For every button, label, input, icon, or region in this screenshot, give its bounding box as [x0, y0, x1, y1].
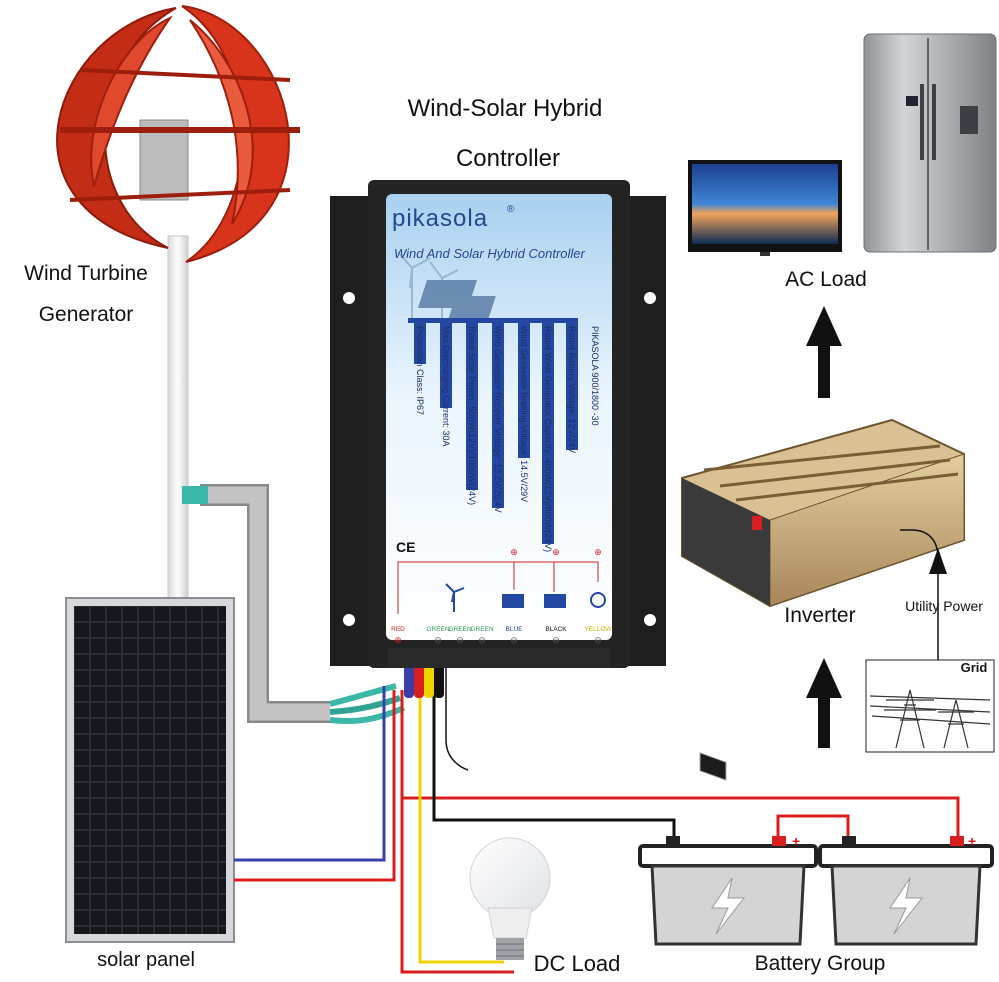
minus-mark: ⊖ — [478, 635, 486, 645]
wire-yellow-load — [418, 690, 504, 964]
spec-line: Wind Generator Braking Voltage: 14.5V/29… — [519, 326, 529, 502]
turbine-blade — [189, 19, 254, 225]
spec-line: Wind Generator Recover Voltage: 13.2V/26… — [493, 326, 503, 513]
battery-group — [638, 836, 994, 946]
fridge-body — [863, 33, 997, 253]
refrigerator — [863, 33, 997, 253]
fridge-dispenser — [960, 106, 978, 134]
wire-red-battery — [400, 690, 960, 836]
spec-line: Protection Class: IP67 — [415, 326, 425, 415]
wind-terminal-icon — [445, 583, 465, 612]
arrow-battery-to-inverter — [806, 658, 842, 748]
terminal-label-green: GREEN — [470, 626, 493, 633]
plus-mark: ⊕ — [510, 547, 518, 557]
controller-brand: pikasola — [392, 205, 488, 232]
battery-group-label: Battery Group — [755, 952, 886, 975]
wind-turbine-label-line2: Generator — [39, 303, 134, 326]
pylon-icon — [869, 689, 991, 749]
terminal-block — [388, 648, 610, 668]
controller-spec-bars — [408, 318, 578, 544]
wire-blue-solar — [234, 686, 386, 862]
minus-mark: ⊖ — [594, 635, 602, 645]
turbine-pole — [167, 235, 189, 613]
plus-mark: ⊕ — [394, 635, 402, 645]
controller-title-line1: Wind-Solar Hybrid — [408, 95, 603, 122]
grid-frame — [865, 659, 995, 753]
arrow-inverter-to-ac — [806, 306, 842, 398]
controller-graphic — [397, 251, 496, 320]
battery-plus-sign: + — [792, 833, 800, 849]
solar-terminal-icon — [502, 594, 524, 608]
lightning-icon — [889, 877, 924, 935]
wire-red-solar — [234, 690, 396, 882]
terminal-label-red: RED — [391, 626, 405, 633]
battery-terminal-icon — [544, 594, 566, 608]
dc-load-label: DC Load — [534, 951, 621, 976]
controller-title-line2: Controller — [456, 145, 560, 172]
controller-subtitle: Wind And Solar Hybrid Controller — [394, 246, 586, 261]
inverter-switch — [752, 516, 762, 530]
inverter-display — [699, 752, 727, 781]
spec-line: PIKASOLA 900/1800 -30 — [590, 326, 600, 426]
minus-mark: ⊖ — [456, 635, 464, 645]
grid-label: Grid — [961, 660, 988, 675]
terminal-label-yellow: YELLOW — [584, 626, 612, 633]
turbine-cable — [182, 484, 406, 725]
wire-black-battery — [432, 690, 676, 836]
bulb-base — [496, 938, 524, 960]
terminal-label-green: GREEN — [426, 626, 449, 633]
utility-arrow-icon — [929, 548, 947, 574]
controller-brand-mark: ® — [507, 204, 515, 215]
hybrid-controller: PIKASOLA 900/1800 -30 Rated Battery Volt… — [330, 180, 666, 668]
spec-line: Rated Wind Generator Capacity: 400W(12V)… — [543, 326, 553, 552]
solar-panel-cells — [74, 606, 226, 934]
grid-illustration — [865, 659, 995, 753]
inverter-label: Inverter — [784, 604, 855, 627]
bulb-globe — [469, 837, 551, 919]
fridge-display — [906, 96, 918, 106]
minus-mark: ⊖ — [552, 635, 560, 645]
battery-unit — [638, 836, 818, 946]
turbine-hub — [139, 119, 189, 201]
spec-line: Rated Battery Voltage: 12V/24V — [567, 326, 577, 453]
minus-mark: ⊖ — [434, 635, 442, 645]
tv-screen — [692, 164, 838, 244]
wire-red-load — [400, 798, 514, 974]
plus-mark: ⊕ — [594, 547, 602, 557]
solar-panel-label: solar panel — [97, 949, 195, 971]
wind-turbine-label-line1: Wind Turbine — [24, 262, 148, 285]
ce-mark: CE — [396, 539, 415, 555]
spec-line: Rated Solar Power: 500W(12V)/1000W(24V) — [467, 326, 477, 505]
wind-turbine — [56, 5, 300, 613]
dc-load-bulb — [469, 837, 551, 960]
ac-load-label: AC Load — [785, 268, 867, 291]
minus-mark: ⊖ — [510, 635, 518, 645]
solar-panel — [65, 597, 235, 943]
utility-power-label: Utility Power — [905, 598, 983, 614]
bulb-terminal-icon — [590, 592, 606, 608]
plus-mark: ⊕ — [552, 547, 560, 557]
battery-unit — [818, 836, 994, 946]
inverter — [681, 418, 965, 781]
wire-red-battery-link — [776, 814, 850, 836]
battery-plus-sign: + — [968, 833, 976, 849]
lightning-icon — [711, 877, 746, 935]
spec-line: Max Discharging Current: 30A — [441, 326, 451, 447]
wire-sensor — [445, 666, 469, 771]
tv — [688, 160, 842, 256]
terminal-label-green: GREEN — [448, 626, 471, 633]
wiring — [234, 658, 960, 974]
terminal-label-blue: BLUE — [506, 626, 524, 633]
terminal-label-black: BLACK — [545, 626, 567, 633]
